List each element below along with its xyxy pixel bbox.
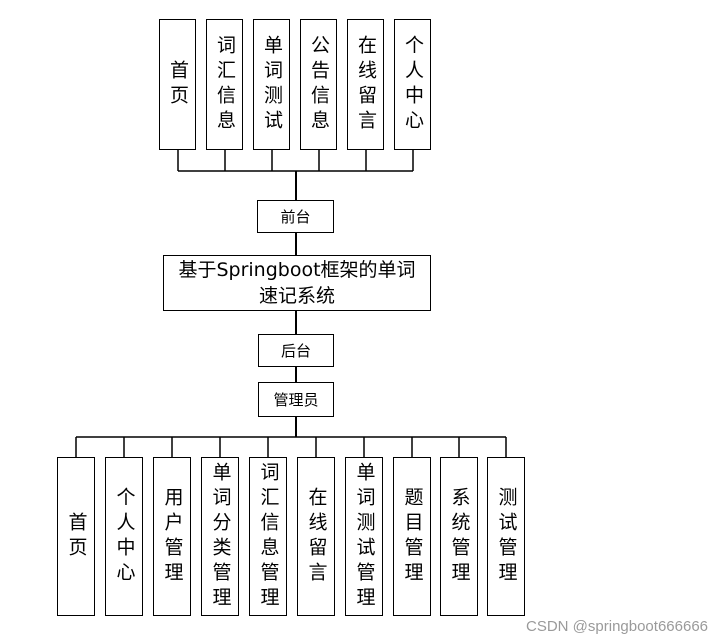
backend-module-user-management: 用户管理 xyxy=(153,457,191,616)
frontend-node: 前台 xyxy=(257,200,334,233)
backend-module-vocabulary-management: 词汇信息管理 xyxy=(249,457,287,616)
admin-node: 管理员 xyxy=(258,382,334,417)
backend-module-home: 首页 xyxy=(57,457,95,616)
backend-module-messages: 在线留言 xyxy=(297,457,335,616)
frontend-module-profile: 个人中心 xyxy=(394,19,431,150)
watermark: CSDN @springboot666666 xyxy=(526,618,708,635)
frontend-module-home: 首页 xyxy=(159,19,196,150)
backend-module-word-category-management: 单词分类管理 xyxy=(201,457,239,616)
backend-module-system-management: 系统管理 xyxy=(440,457,478,616)
frontend-module-vocabulary: 词汇信息 xyxy=(206,19,243,150)
backend-module-word-test-management: 单词测试管理 xyxy=(345,457,383,616)
frontend-module-announcements: 公告信息 xyxy=(300,19,337,150)
frontend-module-word-test: 单词测试 xyxy=(253,19,290,150)
backend-node: 后台 xyxy=(258,334,334,367)
backend-module-profile: 个人中心 xyxy=(105,457,143,616)
backend-module-question-management: 题目管理 xyxy=(393,457,431,616)
frontend-module-messages: 在线留言 xyxy=(347,19,384,150)
backend-module-test-management: 测试管理 xyxy=(487,457,525,616)
system-title-node: 基于Springboot框架的单词速记系统 xyxy=(163,255,431,311)
